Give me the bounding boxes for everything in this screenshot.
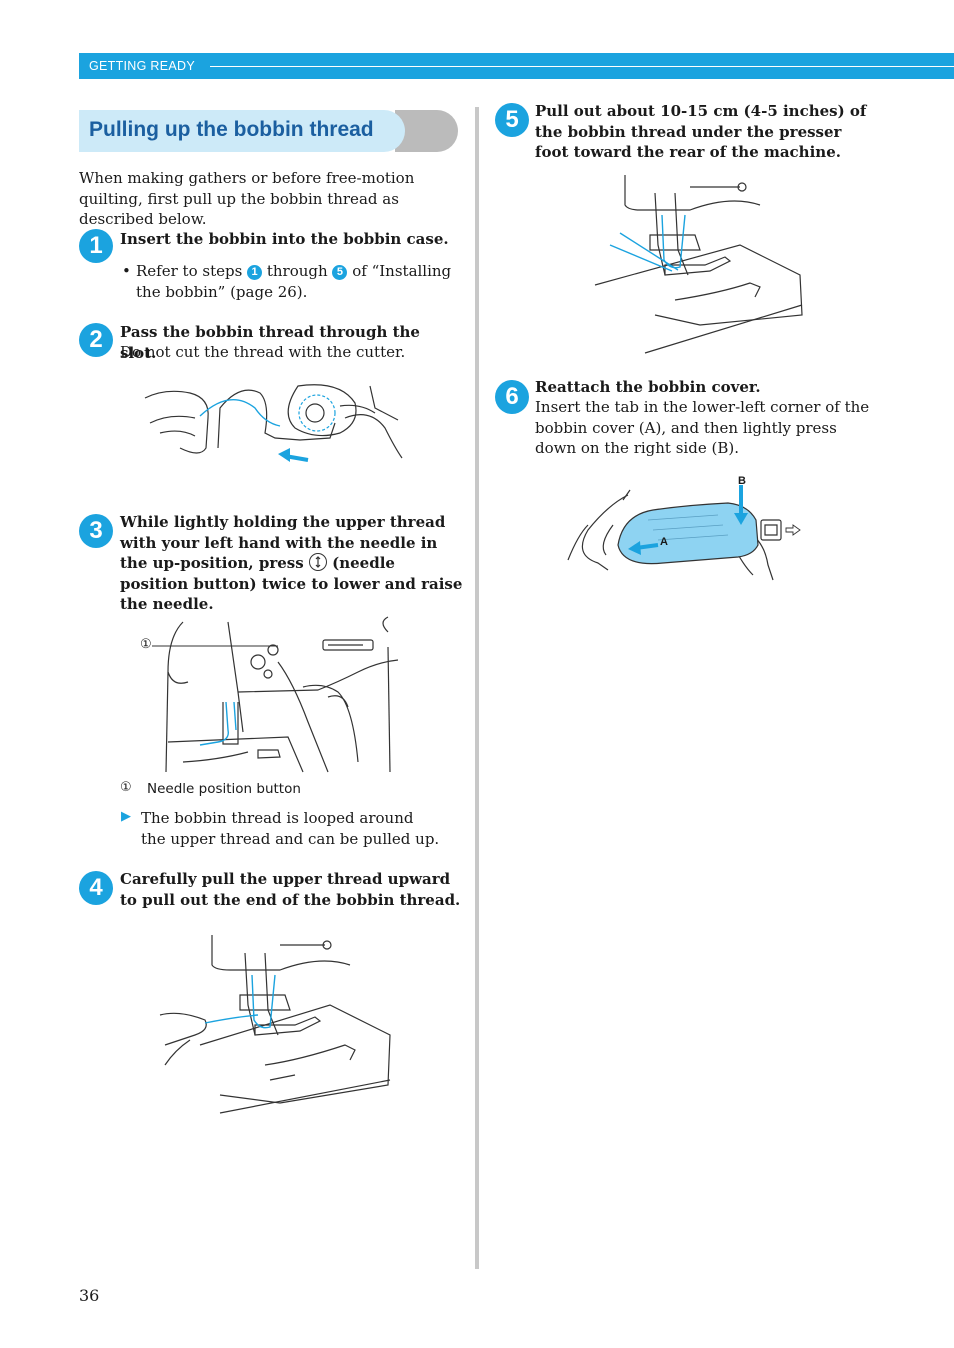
column-divider xyxy=(475,107,479,1269)
pull-thread-illustration xyxy=(159,935,391,1114)
step-ref-5: 5 xyxy=(332,265,348,280)
bullet-text-b: through xyxy=(266,262,328,280)
step-5-number: 5 xyxy=(495,103,529,137)
step-4-number: 4 xyxy=(79,871,113,905)
step-4-heading: Carefully pull the upper thread upward t… xyxy=(120,870,461,909)
step-ref-1: 1 xyxy=(247,265,263,280)
step-2-heading: Pass the bobbin thread through the slot. xyxy=(120,323,420,362)
needle-button-illustration xyxy=(152,616,399,773)
intro-text: When making gathers or before free-motio… xyxy=(79,169,415,228)
header-rule xyxy=(210,66,954,67)
label-b: B xyxy=(738,475,746,487)
label-a: A xyxy=(660,536,668,548)
step-1-number: 1 xyxy=(79,229,113,263)
thread-rear-illustration xyxy=(594,175,803,354)
step-3-number: 3 xyxy=(79,514,113,548)
step-6-text: Insert the tab in the lower-left corner … xyxy=(535,398,870,457)
title-shadow xyxy=(395,110,458,152)
step-1-heading: Insert the bobbin into the bobbin case. xyxy=(120,230,449,248)
needle-position-icon xyxy=(308,553,327,571)
callout-legend-marker: ① xyxy=(120,780,132,795)
step-2-number: 2 xyxy=(79,323,113,357)
callout-legend-label: Needle position button xyxy=(147,781,301,797)
page-title: Pulling up the bobbin thread xyxy=(89,118,374,141)
step-5-heading: Pull out about 10-15 cm (4-5 inches) of … xyxy=(535,102,867,161)
step-3-heading: While lightly holding the upper thread w… xyxy=(120,512,465,615)
title-banner xyxy=(79,110,405,152)
step-6-heading: Reattach the bobbin cover. xyxy=(535,378,761,396)
step-1-bullet: • Refer to steps 1 through 5 of “Install… xyxy=(122,262,452,301)
step-6-number: 6 xyxy=(495,380,529,414)
bobbin-cover-illustration xyxy=(567,485,801,581)
section-label: GETTING READY xyxy=(89,59,195,73)
bobbin-case-illustration xyxy=(144,384,403,462)
callout-marker: ① xyxy=(140,637,152,652)
bullet-text-c: of “Installing the bobbin” (page 26). xyxy=(136,262,452,301)
step-3-result: The bobbin thread is looped around the u… xyxy=(141,809,440,848)
step-2-text: Do not cut the thread with the cutter. xyxy=(120,343,406,361)
step-3-heading-b: (needle position button) twice to lower … xyxy=(120,554,463,613)
step-3-heading-a: While lightly holding the upper thread w… xyxy=(120,513,446,572)
result-arrow-icon: ▶ xyxy=(121,809,131,824)
bullet-text-a: Refer to steps xyxy=(136,262,243,280)
page-number: 36 xyxy=(79,1286,100,1305)
